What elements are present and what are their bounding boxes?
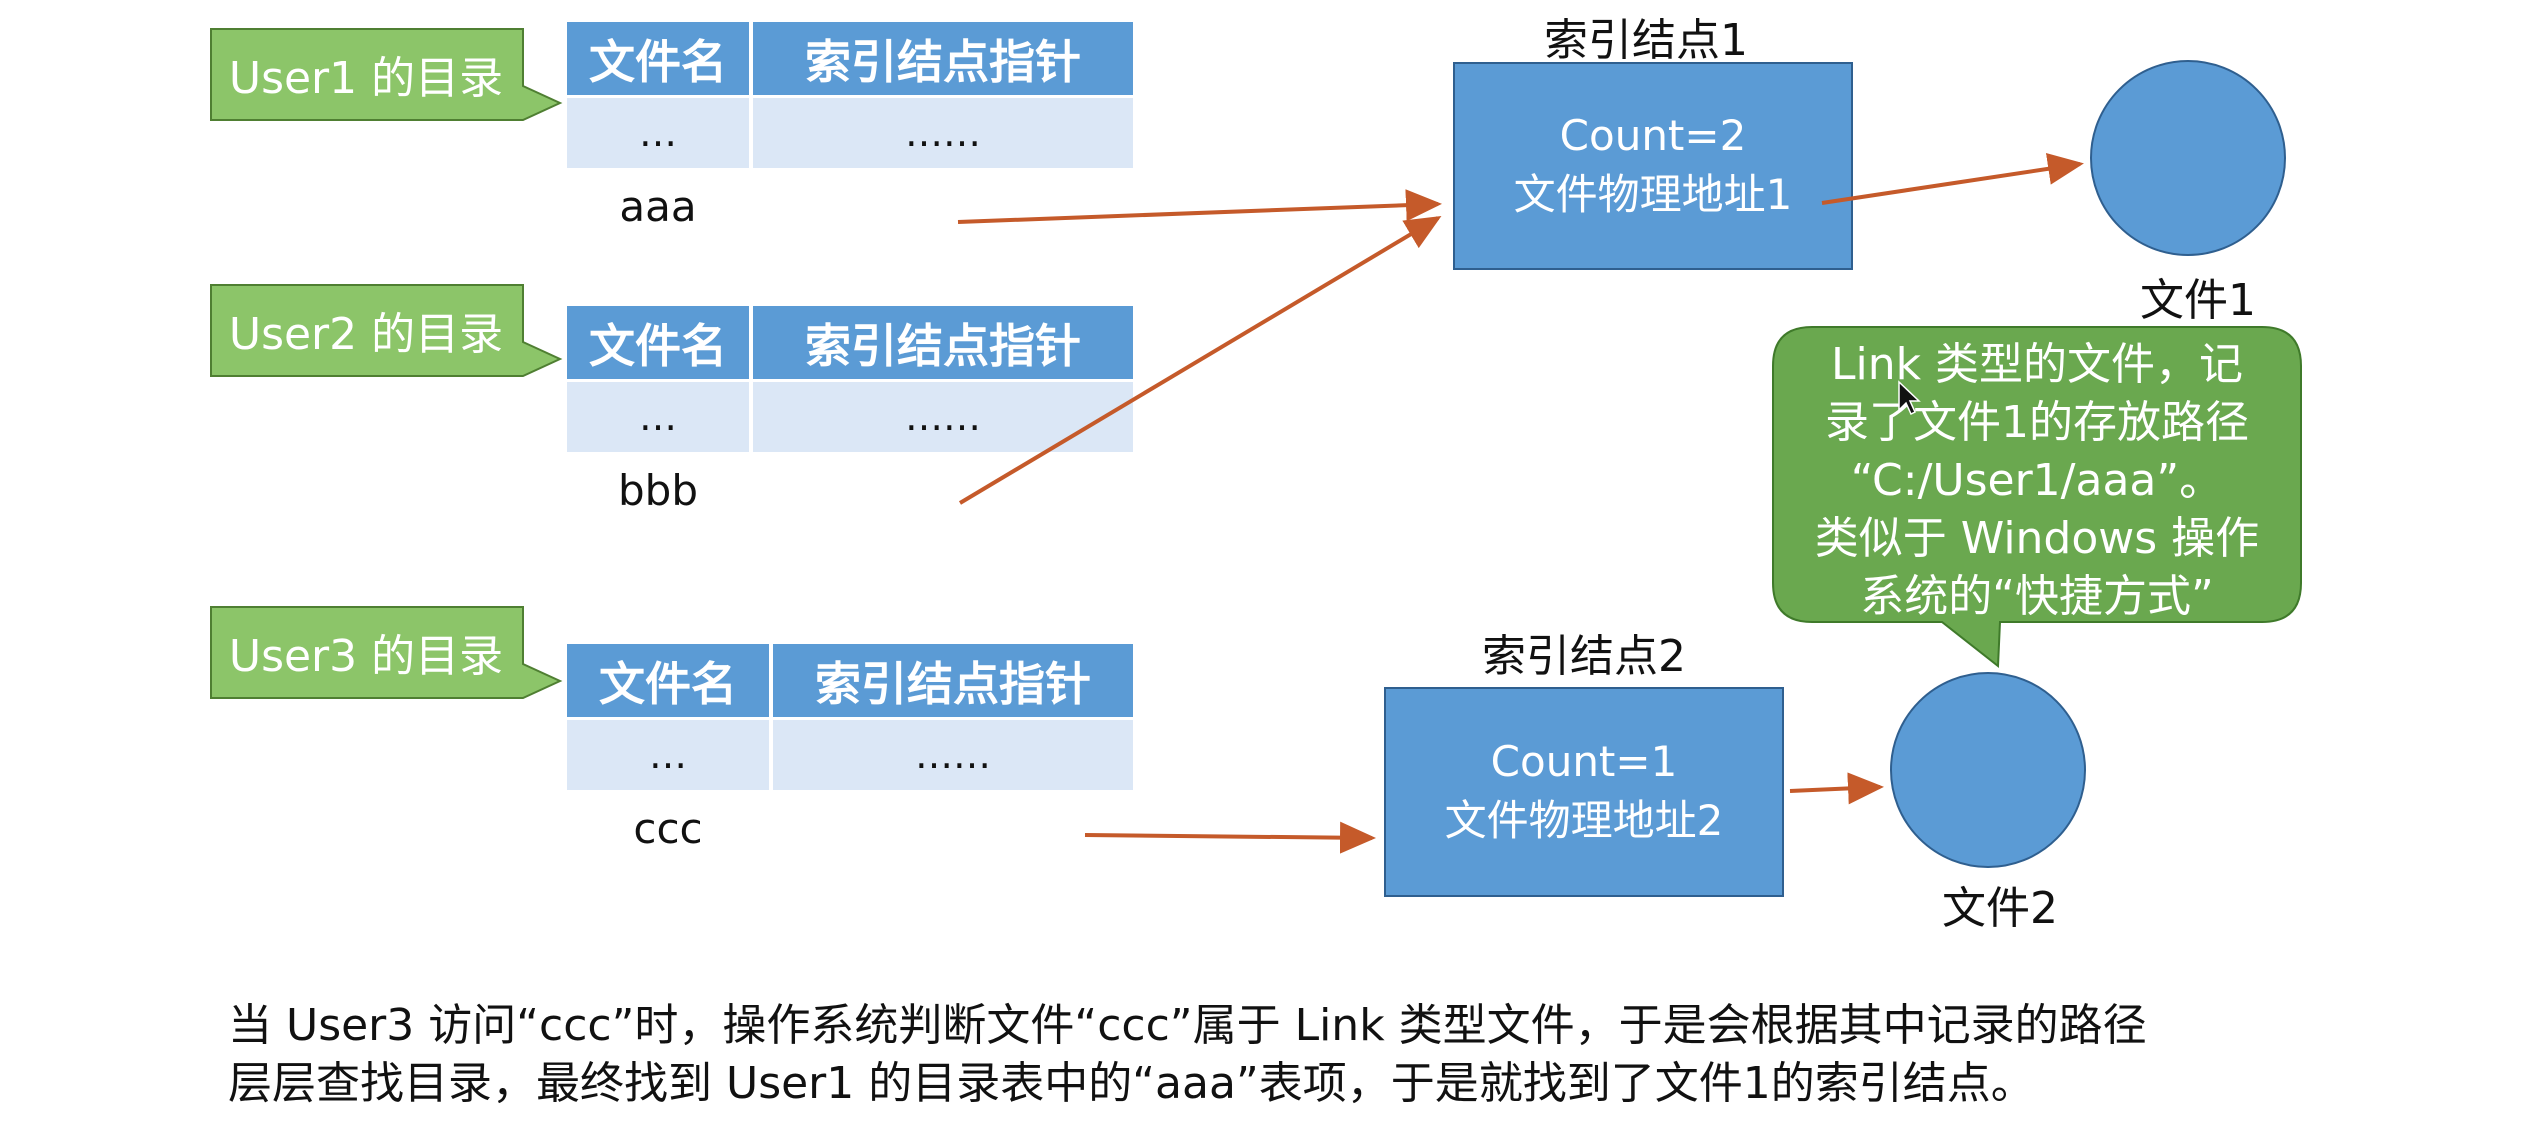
- col-filename-header: 文件名: [567, 22, 749, 95]
- cell-inode-ptr: [753, 168, 1133, 244]
- table-row: … ……: [567, 379, 1133, 452]
- arrow-bbb-to-node1: [958, 215, 1442, 505]
- link-note-text: Link 类型的文件，记 录了文件1的存放路径 “C:/User1/aaa”。 …: [1790, 336, 2284, 626]
- table-row: bbb: [567, 452, 1133, 528]
- user3-dir-table: 文件名 索引结点指针 … …… ccc: [567, 644, 1133, 866]
- note-line: Link 类型的文件，记: [1830, 339, 2244, 390]
- index-node-count: Count=2: [1559, 111, 1747, 161]
- table-row: aaa: [567, 168, 1133, 244]
- arrow-aaa-to-node1: [957, 189, 1442, 224]
- col-filename-header: 文件名: [567, 306, 749, 379]
- callout-shape: [210, 284, 563, 377]
- table-header: 文件名 索引结点指针: [567, 306, 1133, 379]
- user1-dir-table: 文件名 索引结点指针 … …… aaa: [567, 22, 1133, 244]
- note-line: 系统的“快捷方式”: [1860, 571, 2214, 622]
- file-1-label: 文件1: [2140, 275, 2256, 326]
- cell-filename: …: [567, 379, 749, 452]
- arrow-ccc-to-node2: [1084, 821, 1376, 854]
- caption-line-1: 当 User3 访问“ccc”时，操作系统判断文件“ccc”属于 Link 类型…: [228, 1000, 2147, 1051]
- file-2-circle: [1890, 672, 2086, 868]
- callout-shape: [210, 28, 563, 121]
- link-file-note: Link 类型的文件，记 录了文件1的存放路径 “C:/User1/aaa”。 …: [1772, 326, 2302, 692]
- cell-filename: bbb: [567, 452, 749, 528]
- callout-label: User1 的目录: [228, 53, 504, 104]
- col-inode-ptr-header: 索引结点指针: [773, 644, 1133, 717]
- file-2-label: 文件2: [1942, 883, 2058, 934]
- note-line: “C:/User1/aaa”。: [1850, 455, 2224, 506]
- table-row: … ……: [567, 95, 1133, 168]
- callout-label: User3 的目录: [228, 631, 504, 682]
- cell-filename: …: [567, 717, 769, 790]
- cell-inode-ptr: [753, 452, 1133, 528]
- table-header: 文件名 索引结点指针: [567, 644, 1133, 717]
- arrow-node1-to-file1: [1821, 152, 2084, 205]
- col-filename-header: 文件名: [567, 644, 769, 717]
- cell-inode-ptr: ……: [753, 95, 1133, 168]
- col-inode-ptr-header: 索引结点指针: [753, 306, 1133, 379]
- index-node-1-title: 索引结点1: [1544, 15, 1748, 66]
- arrow-node2-to-file2: [1789, 772, 1884, 805]
- speech-bubble-shape: [1772, 326, 2302, 668]
- callout-label: User2 的目录: [228, 309, 504, 360]
- index-node-count: Count=1: [1490, 737, 1678, 787]
- index-node-2-title: 索引结点2: [1482, 631, 1686, 682]
- callout-shape: [210, 606, 563, 699]
- cell-filename: aaa: [567, 168, 749, 244]
- mouse-cursor-icon: [1898, 380, 1921, 416]
- table-row: ccc: [567, 790, 1133, 866]
- col-inode-ptr-header: 索引结点指针: [753, 22, 1133, 95]
- cell-inode-ptr: [773, 790, 1133, 866]
- user2-dir-table: 文件名 索引结点指针 … …… bbb: [567, 306, 1133, 528]
- caption-line-2: 层层查找目录，最终找到 User1 的目录表中的“aaa”表项，于是就找到了文件…: [228, 1058, 2035, 1109]
- note-line: 类似于 Windows 操作: [1814, 513, 2260, 564]
- index-node-address: 文件物理地址1: [1513, 170, 1793, 219]
- index-node-1: Count=2 文件物理地址1: [1453, 62, 1853, 270]
- cell-filename: …: [567, 95, 749, 168]
- index-node-2: Count=1 文件物理地址2: [1384, 687, 1784, 897]
- file-1-circle: [2090, 60, 2286, 256]
- index-node-address: 文件物理地址2: [1444, 796, 1724, 845]
- table-row: … ……: [567, 717, 1133, 790]
- cell-inode-ptr: ……: [773, 717, 1133, 790]
- cell-filename: ccc: [567, 790, 769, 866]
- table-header: 文件名 索引结点指针: [567, 22, 1133, 95]
- note-line: 录了文件1的存放路径: [1825, 397, 2249, 448]
